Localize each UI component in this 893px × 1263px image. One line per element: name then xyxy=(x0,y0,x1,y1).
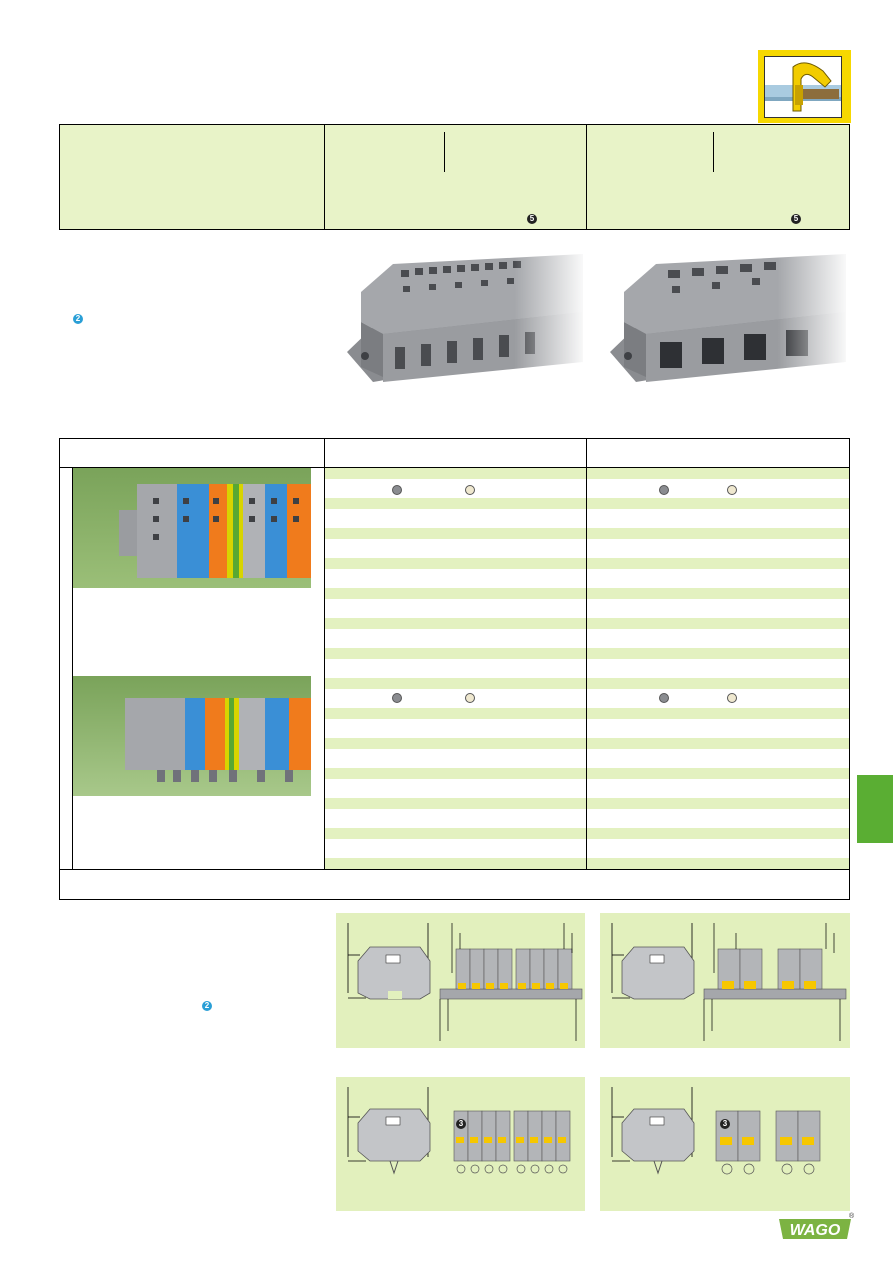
color-dot-gray xyxy=(659,693,669,703)
color-dot-gray xyxy=(659,485,669,495)
header-table: 5 5 xyxy=(59,124,850,230)
color-dot-beige xyxy=(727,485,737,495)
assembly-photo-1 xyxy=(73,468,311,588)
section-side-tab xyxy=(857,775,893,843)
footnote-5-marker: 5 xyxy=(791,214,801,224)
assembly-photo-2 xyxy=(73,676,311,796)
terminal-block-photo-2 xyxy=(606,252,851,402)
footnote-5-marker: 5 xyxy=(527,214,537,224)
terminal-block-photo-1 xyxy=(343,252,588,402)
color-dot-gray xyxy=(392,693,402,703)
logo-text: WAGO xyxy=(790,1222,841,1239)
cage-clamp-icon xyxy=(764,56,842,118)
footnote-2-marker: 2 xyxy=(73,314,83,324)
header-divider-mark xyxy=(444,132,445,172)
color-dot-gray xyxy=(392,485,402,495)
color-dot-beige xyxy=(465,485,475,495)
dimension-diagram-3: 3 xyxy=(336,1077,585,1211)
footnote-2-marker: 2 xyxy=(202,1001,212,1011)
data-table xyxy=(59,438,850,900)
header-divider-mark xyxy=(713,132,714,172)
cage-clamp-logo xyxy=(758,50,851,123)
footnote-3-marker: 3 xyxy=(456,1119,466,1129)
dimension-diagram-1 xyxy=(336,913,585,1048)
table-column-right xyxy=(587,468,849,869)
table-column-middle xyxy=(325,468,586,869)
dimension-diagram-2 xyxy=(600,913,850,1048)
dimension-diagram-4: 3 xyxy=(600,1077,850,1211)
footnote-3-marker: 3 xyxy=(720,1119,730,1129)
registered-mark: ® xyxy=(849,1213,855,1220)
color-dot-beige xyxy=(727,693,737,703)
color-dot-beige xyxy=(465,693,475,703)
wago-logo: WAGO xyxy=(779,1217,851,1241)
